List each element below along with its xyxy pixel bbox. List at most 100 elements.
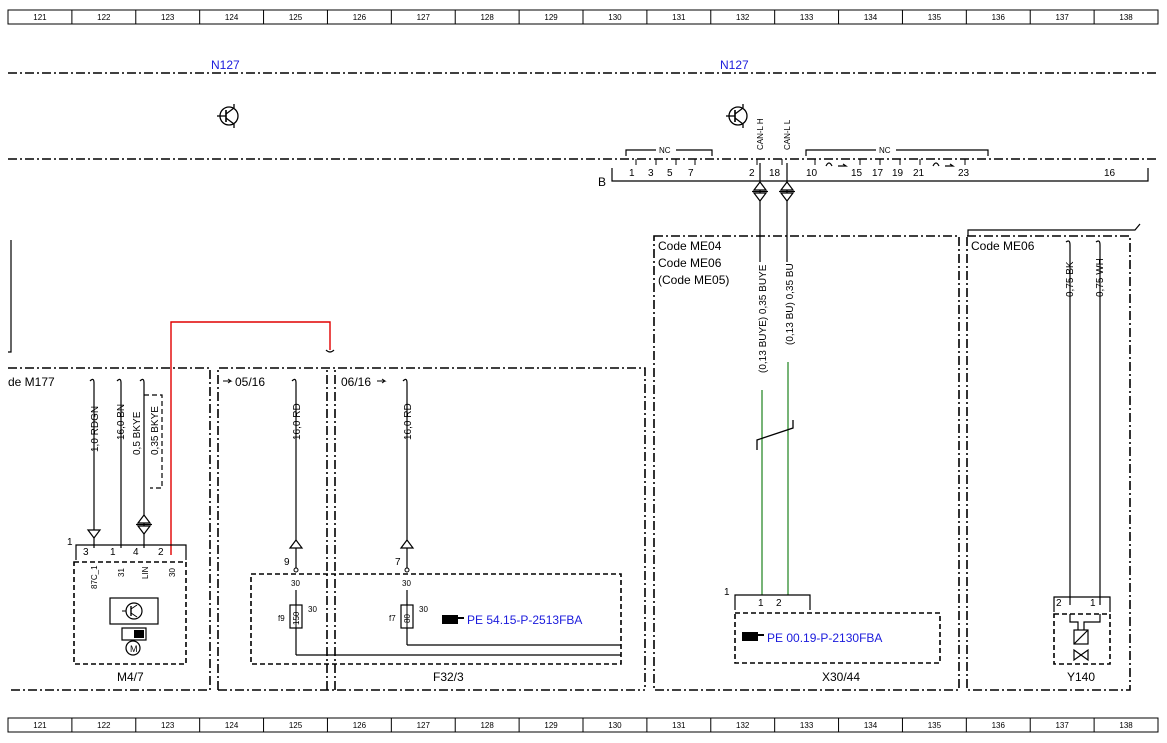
m47-component-box <box>73 561 187 665</box>
code-me05-label: (Code ME05) <box>658 273 729 287</box>
ruler-column-label: 126 <box>353 721 367 730</box>
code-box-me04 <box>653 235 960 691</box>
code-me06-right-label: Code ME06 <box>971 239 1035 253</box>
fuse-f9-rating: 150 <box>292 611 301 625</box>
y140-connector-outline <box>1053 596 1111 612</box>
pin-label: 30 <box>419 605 428 614</box>
ruler-column-label: 123 <box>161 721 175 730</box>
ruler-column-label: 129 <box>544 13 558 22</box>
motor-control-icon <box>109 597 159 625</box>
pin-label: 2 <box>158 547 164 558</box>
y140-label: Y140 <box>1067 670 1095 684</box>
ruler-column-label: 121 <box>33 13 47 22</box>
connector-b-pins: 1 3 5 7 2 18 10 15 17 19 21 23 16 <box>629 168 1116 179</box>
fuse-f9-label: f9 <box>278 614 285 623</box>
fuse-f7-label: f7 <box>389 614 396 623</box>
date-label-0616: 06/16 <box>341 375 371 389</box>
pin-label: 1 <box>629 168 635 179</box>
pin-name: LIN <box>141 566 150 579</box>
wire-label-rdgn: 1,0 RDGN <box>90 406 101 452</box>
continuation-mark <box>325 349 335 353</box>
ruler-column-label: 134 <box>864 721 878 730</box>
motor-icon <box>121 627 147 656</box>
y140-component-box <box>1053 613 1111 665</box>
ruler-column-label: 138 <box>1119 721 1133 730</box>
code-box-me06-right <box>966 235 1131 691</box>
ruler-column-label: 125 <box>289 13 303 22</box>
x30-reference-link[interactable]: PE 00.19-P-2130FBA <box>767 631 882 645</box>
pin-label: 1 <box>110 547 116 558</box>
ruler-column-label: 129 <box>544 721 558 730</box>
ruler-column-label: 127 <box>417 721 431 730</box>
can-high-label: CAN-L H <box>756 118 765 150</box>
fuse-f7-rating: 80 <box>403 614 412 623</box>
ruler-column-label: 134 <box>864 13 878 22</box>
pin-label: 15 <box>851 168 863 179</box>
pin-name: 87C_1 <box>90 565 99 589</box>
pin-label: 23 <box>958 168 970 179</box>
ruler-column-label: 126 <box>353 13 367 22</box>
code-me04-label: Code ME04 <box>658 239 722 253</box>
connector-b-pin-ticks <box>635 159 966 165</box>
date-label-0516: 05/16 <box>235 375 265 389</box>
f32-internal <box>289 567 621 656</box>
f32-reference-link[interactable]: PE 54.15-P-2513FBA <box>467 613 582 627</box>
code-m177-label: de M177 <box>8 375 55 389</box>
ruler-column-label: 130 <box>608 13 622 22</box>
ruler-column-label: 131 <box>672 13 686 22</box>
pin-label: 10 <box>806 168 818 179</box>
ruler-column-label: 132 <box>736 13 750 22</box>
nc-bracket-right <box>805 149 989 156</box>
ruler-column-label: 122 <box>97 13 111 22</box>
ruler-column-label: 136 <box>992 721 1006 730</box>
pin-label: 30 <box>308 605 317 614</box>
control-unit-icon <box>726 104 748 128</box>
pin-label: 3 <box>648 168 654 179</box>
ruler-column-label: 132 <box>736 721 750 730</box>
pin-label: 18 <box>769 168 781 179</box>
pin-label: 21 <box>913 168 925 179</box>
wire-label-bkye-05: 0,5 BKYE <box>132 411 143 455</box>
pin-label: 30 <box>291 579 300 588</box>
code-box-0516 <box>217 367 646 690</box>
f32-wires <box>288 378 415 568</box>
ruler-column-label: 130 <box>608 721 622 730</box>
ruler-column-label: 124 <box>225 13 239 22</box>
valve-icon <box>1069 614 1101 662</box>
ruler-column-label: 137 <box>1055 13 1069 22</box>
pin-label: 1 <box>758 598 764 609</box>
can-low-label: CAN-L L <box>783 119 792 150</box>
pin-label: 19 <box>892 168 904 179</box>
pin-label: 7 <box>688 168 694 179</box>
ruler-column-label: 133 <box>800 721 814 730</box>
ruler-column-label: 136 <box>992 13 1006 22</box>
x30-label: X30/44 <box>822 670 860 684</box>
f32-component-box <box>250 573 622 665</box>
can-green-wires <box>756 252 794 595</box>
arrow-icon <box>377 378 387 384</box>
bridge-symbol <box>825 162 955 167</box>
pin-label: 1 <box>1090 598 1096 609</box>
nc-label: NC <box>659 146 671 155</box>
pin-label: 30 <box>402 579 411 588</box>
y140-wires <box>1065 240 1101 605</box>
x30-connector-outline <box>734 594 811 610</box>
me06-right-bracket <box>967 223 1141 236</box>
x30-conn-number: 1 <box>724 587 730 598</box>
red-wire-30 <box>170 321 331 555</box>
pin-label: 2 <box>776 598 782 609</box>
code-me06-label: Code ME06 <box>658 256 722 270</box>
module-label-n127-left: N127 <box>211 58 240 72</box>
pin-label: 4 <box>133 547 139 558</box>
hand-pointer-icon <box>742 632 764 641</box>
ruler-column-label: 138 <box>1119 13 1133 22</box>
pin-label: 5 <box>667 168 673 179</box>
ruler-column-label: 135 <box>928 721 942 730</box>
ruler-column-label: 124 <box>225 721 239 730</box>
f32-pin-9: 9 <box>284 557 290 568</box>
module-label-n127-right: N127 <box>720 58 749 72</box>
ruler-column-label: 122 <box>97 721 111 730</box>
ruler-column-label: 133 <box>800 13 814 22</box>
